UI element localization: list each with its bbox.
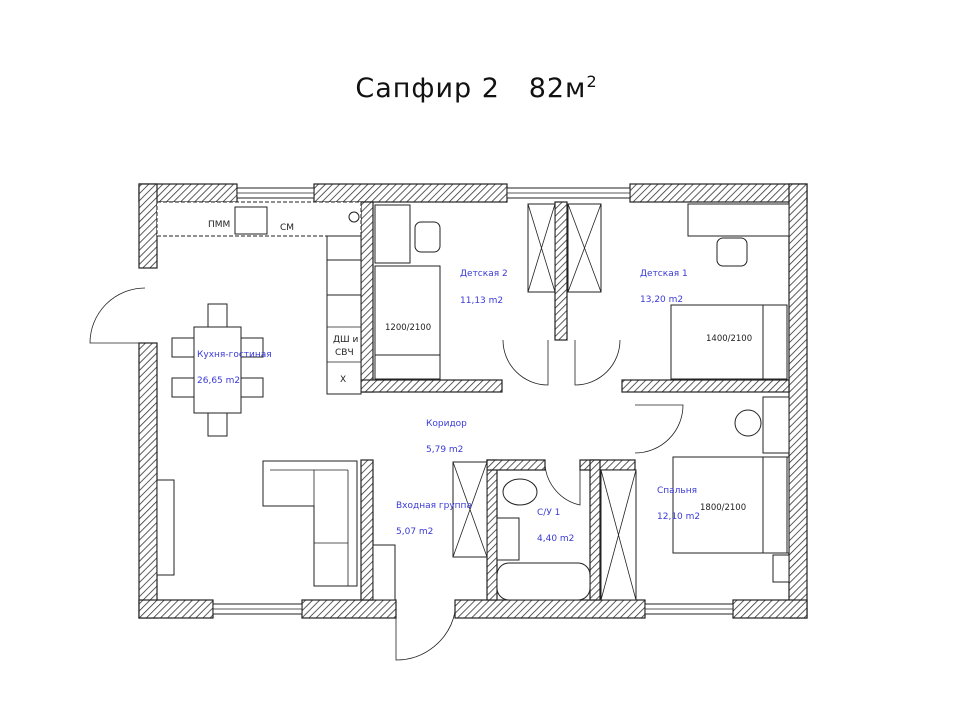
bed-size-kids-1: 1400/2100 bbox=[706, 334, 752, 344]
entry-wardrobe bbox=[372, 461, 488, 601]
doors bbox=[89, 287, 684, 661]
sink-icon bbox=[234, 206, 268, 235]
bathtub-icon bbox=[496, 562, 591, 601]
room-area-kitchen-living: 26,65 m2 bbox=[197, 376, 240, 386]
cooktop-icon bbox=[326, 259, 362, 296]
sofa bbox=[262, 460, 358, 587]
kitchen-counter: ПММ СМ ДШ и СВЧ Х bbox=[156, 201, 362, 395]
room-name-bathroom: С/У 1 bbox=[537, 508, 560, 518]
toilet-icon bbox=[502, 478, 538, 506]
room-name-kids-2: Детская 2 bbox=[460, 269, 508, 279]
interior-walls bbox=[360, 201, 790, 601]
washer-label: СМ bbox=[280, 223, 294, 233]
room-name-bedroom: Спальня bbox=[657, 486, 697, 496]
windows bbox=[212, 187, 734, 615]
room-area-bathroom: 4,40 m2 bbox=[537, 534, 574, 544]
dishwasher-label: ПММ bbox=[208, 220, 230, 230]
kids-room-1-furniture bbox=[670, 203, 790, 380]
boiler-icon bbox=[348, 211, 360, 223]
bed-size-bedroom: 1800/2100 bbox=[700, 503, 746, 513]
room-name-kitchen-living: Кухня-гостиная bbox=[197, 350, 272, 360]
room-area-bedroom: 12,10 m2 bbox=[657, 512, 700, 522]
bed-size-kids-2: 1200/2100 bbox=[385, 323, 431, 333]
bedroom-furniture bbox=[600, 396, 790, 601]
exterior-walls bbox=[138, 183, 808, 619]
tv-stand bbox=[156, 479, 175, 576]
bathroom-fixtures bbox=[496, 478, 591, 601]
microwave-label: СВЧ bbox=[335, 348, 354, 358]
plan-title: Сапфир 2 82м2 bbox=[0, 72, 953, 104]
room-name-entry: Входная группа bbox=[396, 501, 472, 511]
washbasin-icon bbox=[496, 517, 520, 561]
area-superscript: 2 bbox=[586, 72, 598, 91]
kids-room-2-furniture bbox=[374, 203, 602, 380]
room-name-kids-1: Детская 1 bbox=[640, 269, 688, 279]
oven-label: ДШ и bbox=[333, 335, 359, 345]
room-name-corridor: Коридор bbox=[426, 419, 467, 429]
room-area-kids-1: 13,20 m2 bbox=[640, 295, 683, 305]
room-area-corridor: 5,79 m2 bbox=[426, 445, 463, 455]
plan-name: Сапфир 2 bbox=[355, 73, 500, 104]
fridge-label: Х bbox=[340, 375, 346, 385]
room-area-kids-2: 11,13 m2 bbox=[460, 296, 503, 306]
room-area-entry: 5,07 m2 bbox=[396, 527, 433, 537]
dining-table bbox=[171, 303, 264, 437]
plan-area: 82м bbox=[528, 73, 587, 104]
